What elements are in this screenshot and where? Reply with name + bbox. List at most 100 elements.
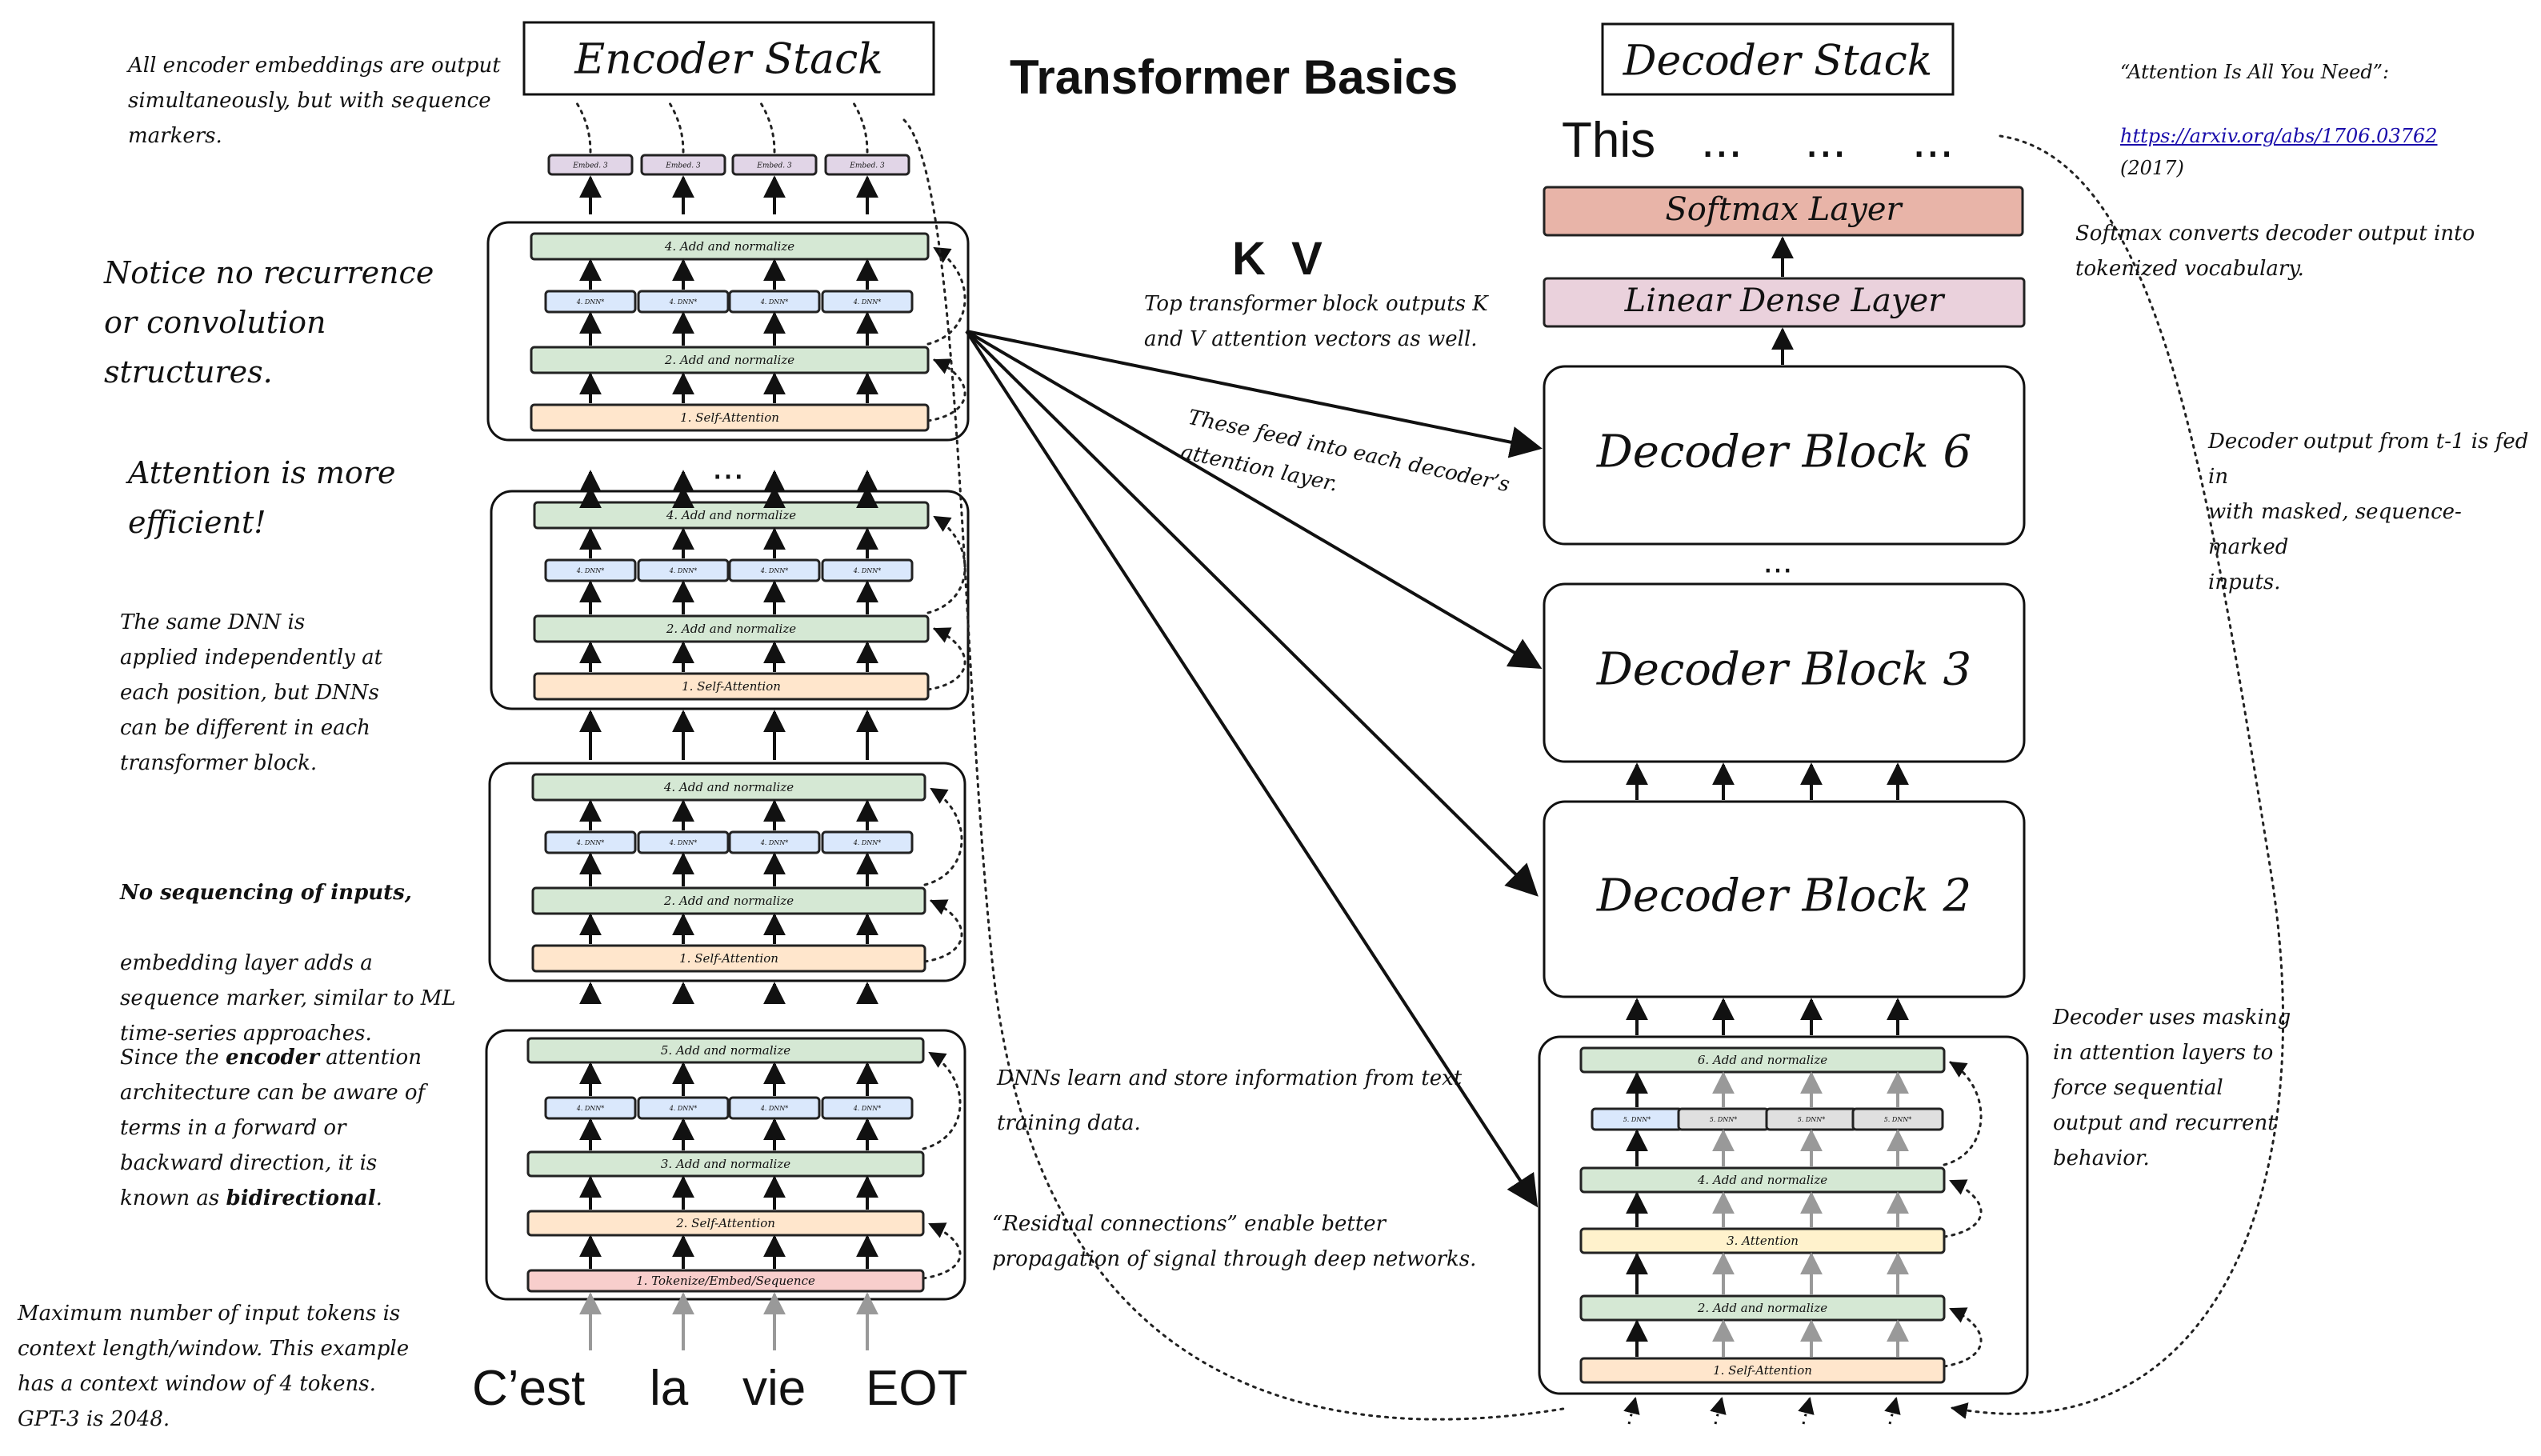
decoder-header-label: Decoder Stack [1623, 38, 1933, 86]
encoder-output-link [757, 98, 776, 154]
encoder-add-normalize [531, 773, 926, 802]
residual-connection [1943, 1179, 1983, 1238]
decoder-self-attention-label: 1. Self-Attention [1713, 1363, 1812, 1378]
reference-paper: “Attention Is All You Need”: [2120, 61, 2390, 83]
decoder-input-arrow [1710, 1396, 1727, 1425]
output-token: ... [1912, 113, 1954, 168]
decoder-block-label: Decoder Block 6 [1596, 426, 1971, 478]
encoder-output-embedding-label: Embed. 3 [756, 162, 792, 170]
note-bidir-part: attention architecture can be aware of t… [120, 1046, 426, 1210]
encoder-dnn-label: 4. DNN* [576, 839, 605, 846]
encoder-add-normalize [531, 886, 926, 915]
kv-arrow [965, 330, 1539, 897]
residual-connection [923, 899, 963, 963]
kv-arrow [965, 330, 1543, 670]
softmax-layer-label: Softmax Layer [1665, 191, 1903, 228]
note-dnns-learn: DNNs learn and store information from te… [997, 1066, 1463, 1135]
reference-note: “Attention Is All You Need”: https://arx… [2120, 24, 2438, 184]
residual-connection [923, 787, 963, 886]
decoder-block-label: Decoder Block 2 [1596, 870, 1971, 922]
encoder-add-normalize [533, 614, 930, 643]
input-token: vie [742, 1361, 806, 1416]
note-residual: “Residual connections” enable better pro… [992, 1212, 1477, 1271]
encoder-header-box [522, 21, 935, 96]
note-output-simultaneous: All encoder embeddings are output simult… [128, 54, 501, 148]
encoder-dnn-label: 4. DNN* [853, 298, 882, 306]
kv-arrow [965, 330, 1539, 1208]
residual-connection [926, 627, 966, 691]
encoder-self-attention-label: 1. Self-Attention [680, 410, 779, 425]
decoder-dnn-label: 5. DNN* [1623, 1116, 1651, 1123]
encoder-add-normalize [526, 1037, 925, 1064]
note-no-sequencing: No sequencing of inputs, embedding layer… [120, 840, 456, 1051]
encoder-add-normalize [530, 232, 930, 261]
encoder-dnn-label: 4. DNN* [576, 298, 605, 306]
encoder-add-normalize-label: 3. Add and normalize [661, 1157, 790, 1171]
encoder-output-embedding-label: Embed. 3 [665, 162, 701, 170]
encoder-dnn-label: 4. DNN* [669, 567, 698, 574]
decoder-self-attention [1579, 1357, 1946, 1384]
encoder-dnn-label: 4. DNN* [669, 298, 698, 306]
encoder-dnn-label: 4. DNN* [760, 298, 789, 306]
decoder-ellipsis: ... [1763, 542, 1793, 581]
encoder-dnn-label: 4. DNN* [576, 1105, 605, 1112]
encoder-output-embedding [640, 154, 726, 176]
residual-connection [926, 515, 966, 614]
encoder-dnn-label: 4. DNN* [853, 839, 882, 846]
kv-label: K V [1232, 233, 1323, 285]
output-token: ... [1805, 113, 1847, 168]
page-title: Transformer Basics [1010, 50, 1459, 104]
encoder-ellipsis: ... [712, 446, 744, 488]
encoder-tokenize-embed-label: 1. Tokenize/Embed/Sequence [636, 1274, 815, 1288]
encoder-tokenize-embed [526, 1269, 925, 1293]
residual-connection [926, 358, 966, 422]
decoder-block [1543, 365, 2026, 546]
encoder-add-normalize-label: 5. Add and normalize [661, 1043, 790, 1058]
encoder-self-attention [526, 1210, 925, 1237]
encoder-output-embedding [547, 154, 634, 176]
encoder-add-normalize-label: 4. Add and normalize [666, 508, 796, 522]
encoder-output-link [573, 98, 592, 154]
encoder-self-attention [530, 403, 930, 432]
note-bidir-encoder: encoder [225, 1046, 319, 1070]
encoder-dnn-label: 4. DNN* [760, 567, 789, 574]
decoder-first-block [1538, 1035, 2029, 1395]
decoder-input-arrow [1884, 1396, 1901, 1425]
decoder-attention-label: 3. Attention [1727, 1234, 1799, 1248]
note-decoder-feed: Decoder output from t-1 is fed in with m… [2208, 430, 2529, 594]
note-bidir-part: Since the [120, 1046, 226, 1070]
note-top-block-kv: Top transformer block outputs K and V at… [1144, 292, 1488, 351]
decoder-block [1543, 582, 2026, 763]
encoder-add-normalize [526, 1150, 925, 1178]
residual-connection [926, 246, 966, 346]
encoder-add-normalize-label: 4. Add and normalize [664, 239, 794, 254]
encoder-add-normalize-label: 2. Add and normalize [663, 894, 794, 908]
output-token: This [1562, 113, 1656, 168]
note-context-window: Maximum number of input tokens is contex… [18, 1302, 410, 1431]
encoder-self-attention-label: 1. Self-Attention [682, 679, 781, 694]
reference-link[interactable]: https://arxiv.org/abs/1706.03762 [2120, 125, 2438, 147]
decoder-dnn-label: 5. DNN* [1710, 1116, 1738, 1123]
softmax-layer [1543, 186, 2024, 237]
encoder-dnn-label: 4. DNN* [669, 1105, 698, 1112]
note-masking: Decoder uses masking in attention layers… [2053, 1006, 2291, 1170]
encoder-to-decoder-dotted [902, 118, 1570, 1421]
encoder-dnn-label: 4. DNN* [760, 1105, 789, 1112]
decoder-dnn-label: 5. DNN* [1798, 1116, 1826, 1123]
decoder-add-normalize-label: 2. Add and normalize [1697, 1301, 1827, 1315]
encoder-self-attention-label: 2. Self-Attention [675, 1216, 775, 1230]
decoder-add-normalize-label: 6. Add and normalize [1698, 1053, 1827, 1067]
decoder-add-normalize [1579, 1166, 1946, 1194]
encoder-self-attention [533, 672, 930, 701]
input-token: EOT [866, 1361, 968, 1416]
linear-dense-layer-label: Linear Dense Layer [1624, 282, 1947, 319]
encoder-add-normalize [533, 501, 930, 530]
encoder-dnn-label: 4. DNN* [853, 1105, 882, 1112]
decoder-add-normalize [1579, 1294, 1946, 1322]
encoder-dnn-label: 4. DNN* [760, 839, 789, 846]
decoder-input-arrow [1798, 1396, 1815, 1425]
residual-connection [1943, 1061, 1983, 1166]
note-no-sequencing-body: embedding layer adds a sequence marker, … [120, 951, 456, 1046]
